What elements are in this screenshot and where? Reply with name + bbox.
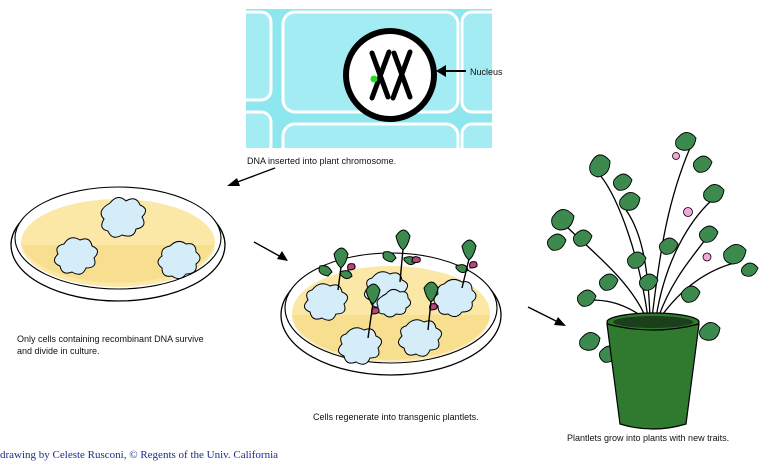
step4-caption: Plantlets grow into plants with new trai… [567,432,729,444]
nucleus [346,31,434,119]
flow-arrow-3 [528,307,566,326]
inserted-dna-marker [371,76,378,83]
flow-arrow-2 [254,242,288,261]
illustration-credit: drawing by Celeste Rusconi, © Regents of… [0,449,278,461]
plant-pot [607,313,699,429]
petri-dish-2 [281,230,501,375]
nucleus-label: Nucleus [470,66,503,78]
potted-plant [548,132,759,429]
step2-caption-line2: and divide in culture. [17,345,100,357]
step3-caption: Cells regenerate into transgenic plantle… [313,411,479,423]
step2-caption-line1: Only cells containing recombinant DNA su… [17,333,204,345]
petri-dish-1 [11,187,225,301]
step1-caption: DNA inserted into plant chromosome. [247,155,396,167]
